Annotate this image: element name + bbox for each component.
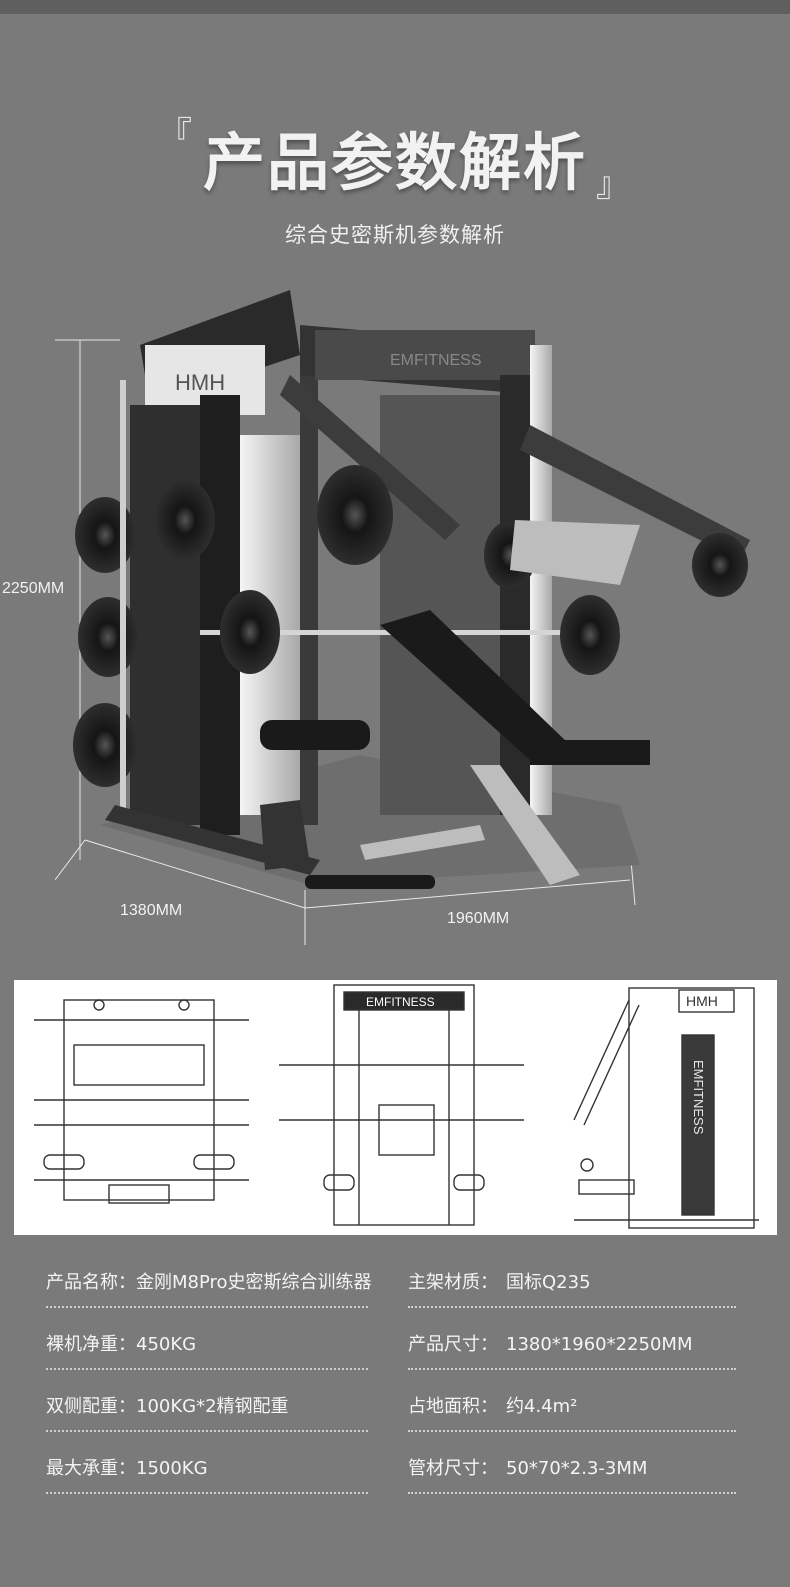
spec-label: 主架材质： (408, 1272, 498, 1293)
height-dimension-line (55, 339, 120, 860)
spec-frame-material: 主架材质： 国标Q235 (408, 1268, 736, 1308)
spec-label: 裸机净重： (46, 1334, 136, 1355)
width-label: 1960MM (447, 910, 510, 927)
spec-label: 产品尺寸： (408, 1334, 498, 1355)
side-view-logo: HMH (686, 993, 718, 1009)
spec-value: 1500KG (136, 1458, 208, 1479)
front-view-brand: EMFITNESS (366, 995, 435, 1009)
brand-logo: HMH (175, 370, 225, 395)
brand-name: EMFITNESS (390, 352, 482, 369)
spec-value: 100KG*2精钢配重 (136, 1396, 289, 1417)
title-bracket-open: 『 (158, 115, 192, 155)
spec-label: 双侧配重： (46, 1396, 136, 1417)
spec-counterweight: 双侧配重：100KG*2精钢配重 (46, 1392, 368, 1432)
page-subtitle: 综合史密斯机参数解析 (285, 223, 505, 247)
spec-value: 50*70*2.3-3MM (506, 1458, 648, 1479)
front-view-drawing (279, 984, 524, 1226)
spec-net-weight: 裸机净重：450KG (46, 1330, 368, 1370)
top-view-drawing (34, 999, 249, 1204)
spec-value: 1380*1960*2250MM (506, 1334, 693, 1355)
drawing-views: EMFITNESS EMFITNESS HMH (34, 984, 759, 1229)
spec-value: 国标Q235 (506, 1272, 591, 1293)
spec-max-load: 最大承重：1500KG (46, 1454, 368, 1494)
top-bar (0, 0, 790, 14)
spec-value: 约4.4m² (506, 1396, 578, 1417)
spec-value: 金刚M8Pro史密斯综合训练器 (136, 1272, 372, 1293)
side-view-brand: EMFITNESS (691, 1060, 706, 1135)
spec-floor-area: 占地面积： 约4.4m² (408, 1392, 736, 1432)
side-view-drawing (573, 987, 759, 1229)
title-bracket-close: 』 (596, 165, 630, 205)
height-label: 2250MM (2, 578, 65, 600)
depth-label: 1380MM (120, 902, 183, 919)
spec-product-size: 产品尺寸： 1380*1960*2250MM (408, 1330, 736, 1370)
spec-label: 最大承重： (46, 1458, 136, 1479)
spec-label: 产品名称： (46, 1272, 136, 1293)
page-title: 产品参数解析 (202, 126, 587, 199)
spec-label: 占地面积： (408, 1396, 498, 1417)
spec-product-name: 产品名称：金刚M8Pro史密斯综合训练器 (46, 1268, 372, 1308)
spec-label: 管材尺寸： (408, 1458, 498, 1479)
technical-drawings: EMFITNESS EMFITNESS HMH (14, 980, 777, 1235)
spec-tube-size: 管材尺寸： 50*70*2.3-3MM (408, 1454, 736, 1494)
spec-value: 450KG (136, 1334, 197, 1355)
product-photo: HMH EMFITNESS (73, 290, 750, 889)
